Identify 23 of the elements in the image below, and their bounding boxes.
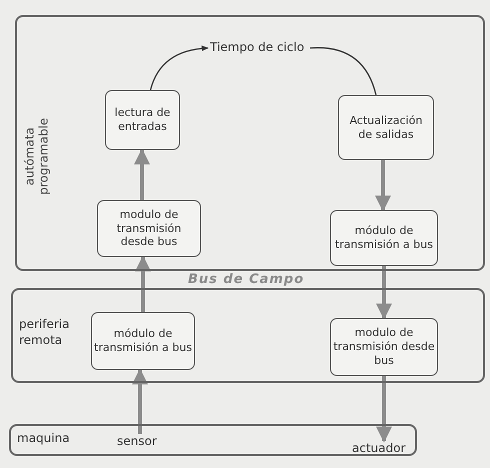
process-box: módulo de transmisión a bus	[91, 312, 195, 370]
process-box: modulo de transmisión desde bus	[97, 200, 201, 257]
arrow	[375, 160, 391, 212]
process-box: Actualización de salidas	[338, 95, 434, 160]
text-label: Tiempo de ciclo	[210, 40, 308, 56]
text-label: sensor	[117, 434, 167, 450]
bus-label: Bus de Campo	[188, 272, 304, 287]
group-title: maquina	[17, 431, 71, 447]
group-title: periferia remota	[19, 317, 70, 348]
process-box: modulo de transmisión desde bus	[330, 318, 438, 376]
arrow	[376, 266, 392, 320]
group-panel	[9, 424, 417, 456]
arrow	[132, 368, 148, 434]
group-title: autómata programable	[22, 116, 52, 196]
arrow	[376, 376, 392, 443]
process-box: módulo de transmisión a bus	[330, 210, 438, 266]
process-box: lectura de entradas	[105, 90, 180, 150]
group-panel	[15, 15, 485, 271]
group-panel	[11, 288, 485, 383]
arrow	[135, 255, 151, 312]
arrow	[150, 46, 209, 90]
text-label: actuador	[352, 441, 412, 457]
arrow	[134, 148, 150, 200]
